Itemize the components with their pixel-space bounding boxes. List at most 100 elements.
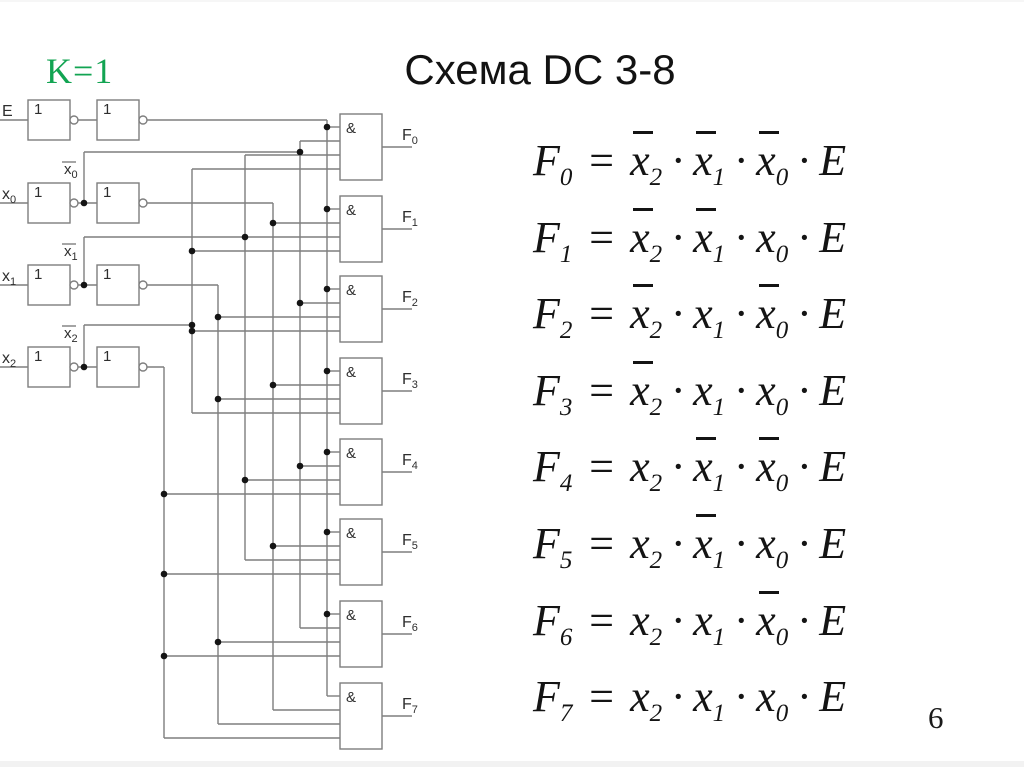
and-dot: ·	[672, 212, 684, 262]
and-dot: ·	[672, 595, 684, 645]
junction-dot	[296, 299, 304, 307]
equals-sign: =	[586, 595, 617, 645]
and-gate-symbol: &	[346, 689, 356, 706]
not-gate	[96, 346, 140, 388]
junction-dot	[323, 610, 331, 618]
x2-term: x2	[630, 518, 663, 574]
x2-term: x2	[630, 595, 663, 651]
not-gate-symbol: 1	[34, 266, 42, 283]
equals-sign: =	[586, 518, 617, 568]
and-dot: ·	[672, 289, 684, 339]
E-term: E	[819, 289, 847, 339]
junction-dot	[323, 123, 331, 131]
and-dot: ·	[735, 212, 747, 262]
E-term: E	[819, 595, 847, 645]
junction-dot	[241, 233, 249, 241]
output-label-F7: F7	[402, 696, 418, 716]
not-x0-term: x0	[756, 276, 788, 353]
page-number: 6	[928, 700, 944, 735]
junction-dot	[80, 363, 88, 371]
junction-dot	[188, 247, 196, 255]
x0-term: x0	[756, 672, 789, 727]
F0-term: F0	[533, 136, 573, 191]
junction-dot	[296, 148, 304, 156]
E-term: E	[819, 365, 847, 415]
equation-F1: F1=x2·x1·x0·E	[533, 200, 846, 277]
junction-dot	[214, 313, 222, 321]
output-label-F3: F3	[402, 371, 418, 391]
and-dot: ·	[735, 365, 747, 415]
not-gate-symbol: 1	[103, 101, 111, 118]
F1-term: F1	[533, 212, 573, 268]
not-gate-symbol: 1	[34, 184, 42, 201]
and-dot: ·	[735, 136, 747, 185]
and-gate-symbol: &	[346, 607, 356, 624]
inversion-bubble-icon	[69, 198, 79, 208]
not-gate	[27, 182, 71, 224]
inversion-bubble-icon	[69, 362, 79, 372]
and-gate	[339, 357, 383, 425]
junction-dot	[323, 448, 331, 456]
not-gate-symbol: 1	[103, 266, 111, 283]
and-gate	[339, 600, 383, 668]
not-gate-symbol: 1	[103, 348, 111, 365]
inverted-label-x1: x1	[64, 243, 78, 263]
inversion-bubble-icon	[138, 115, 148, 125]
equals-sign: =	[586, 365, 617, 415]
inverted-label-x0: x0	[64, 161, 78, 181]
and-dot: ·	[798, 518, 810, 568]
equals-sign: =	[586, 442, 617, 492]
junction-dot	[296, 462, 304, 470]
F4-term: F4	[533, 442, 573, 498]
not-x1-term: x1	[693, 506, 725, 583]
not-x2-term: x2	[630, 276, 662, 353]
and-gate	[339, 438, 383, 506]
junction-dot	[323, 367, 331, 375]
F6-term: F6	[533, 595, 573, 651]
and-gate-symbol: &	[346, 525, 356, 542]
output-label-F6: F6	[402, 614, 418, 634]
junction-dot	[241, 476, 249, 484]
inverted-label-x2: x2	[64, 325, 78, 345]
junction-dot	[269, 381, 277, 389]
junction-dot	[323, 285, 331, 293]
and-dot: ·	[672, 136, 684, 185]
output-label-F1: F1	[402, 209, 418, 229]
junction-dot	[269, 219, 277, 227]
and-dot: ·	[798, 595, 810, 645]
junction-dot	[160, 570, 168, 578]
and-gate-symbol: &	[346, 445, 356, 462]
and-dot: ·	[798, 289, 810, 339]
junction-dot	[80, 281, 88, 289]
and-dot: ·	[735, 595, 747, 645]
not-x2-term: x2	[630, 353, 662, 430]
and-dot: ·	[672, 672, 684, 722]
equals-sign: =	[586, 672, 617, 722]
and-gate-symbol: &	[346, 202, 356, 219]
and-gate	[339, 195, 383, 263]
junction-dot	[214, 638, 222, 646]
equation-F2: F2=x2·x1·x0·E	[533, 276, 846, 353]
x1-term: x1	[693, 289, 726, 344]
equals-sign: =	[586, 289, 617, 339]
inversion-bubble-icon	[69, 280, 79, 290]
and-gate-symbol: &	[346, 364, 356, 381]
junction-dot	[188, 321, 196, 329]
page-title: Схема DC 3-8	[404, 46, 676, 93]
inversion-bubble-icon	[69, 115, 79, 125]
junction-dot	[323, 205, 331, 213]
not-x0-term: x0	[756, 429, 788, 506]
output-label-F4: F4	[402, 452, 418, 472]
and-dot: ·	[798, 212, 810, 262]
and-gate-symbol: &	[346, 120, 356, 137]
and-gate	[339, 518, 383, 586]
equals-sign: =	[586, 212, 617, 262]
not-x1-term: x1	[693, 200, 725, 277]
and-dot: ·	[798, 365, 810, 415]
and-dot: ·	[735, 518, 747, 568]
and-dot: ·	[798, 136, 810, 185]
equation-F0: F0=x2·x1·x0·E	[533, 123, 846, 200]
and-dot: ·	[798, 442, 810, 492]
not-gate-symbol: 1	[34, 348, 42, 365]
